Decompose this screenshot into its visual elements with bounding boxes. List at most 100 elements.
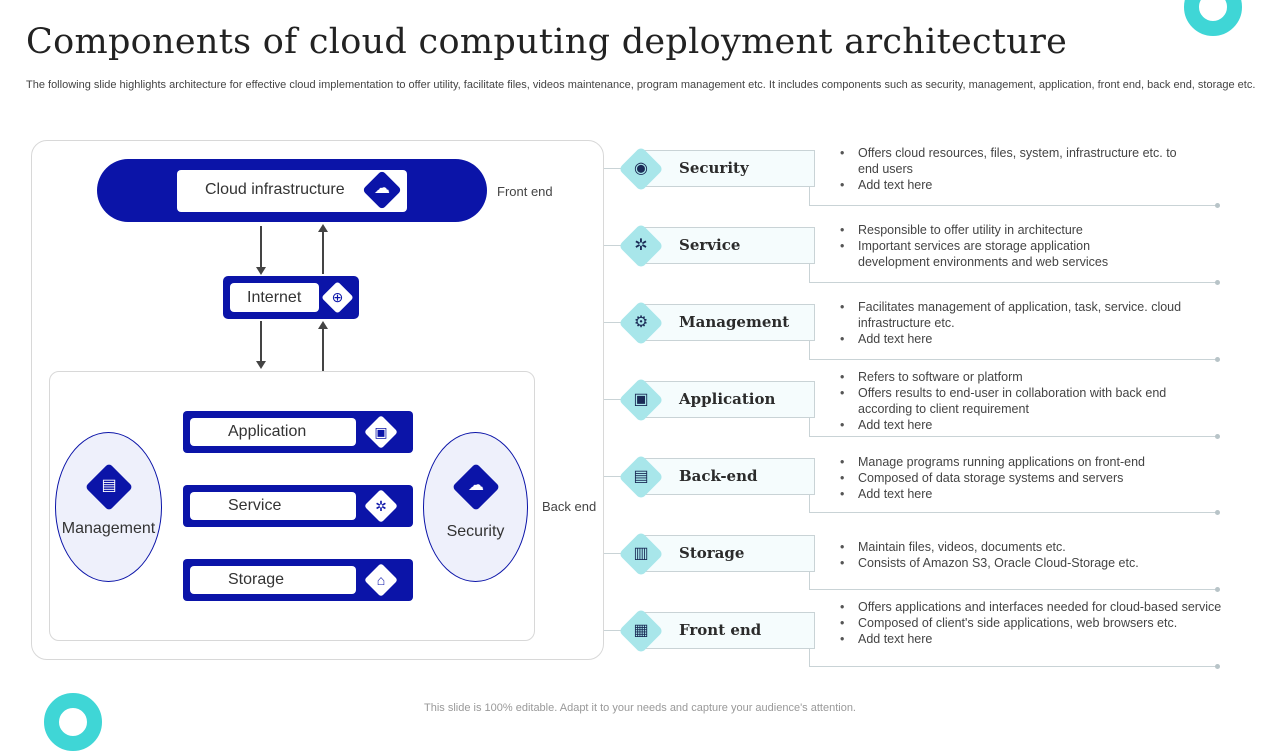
storage-racks-icon: ▥ bbox=[633, 545, 649, 562]
component-rule-dot bbox=[1215, 280, 1220, 285]
component-bullet: Maintain files, videos, documents etc. bbox=[840, 539, 1200, 555]
arrow-up-head bbox=[318, 224, 328, 232]
component-divider bbox=[809, 649, 810, 666]
component-bullets: Offers cloud resources, files, system, i… bbox=[840, 145, 1190, 193]
component-bullet: Important services are storage applicati… bbox=[840, 238, 1140, 270]
security-label: Security bbox=[446, 523, 505, 540]
component-title-box bbox=[640, 381, 815, 418]
internet-box: Internet bbox=[230, 283, 319, 312]
application-box: Application bbox=[190, 418, 356, 446]
component-title-front-end: Front end bbox=[679, 621, 762, 639]
component-title-box bbox=[640, 304, 815, 341]
cloud-infrastructure-label: Cloud infrastructure bbox=[205, 181, 345, 198]
component-bullet: Add text here bbox=[840, 177, 1190, 193]
component-rule-dot bbox=[1215, 203, 1220, 208]
component-rule bbox=[809, 512, 1217, 513]
internet-label: Internet bbox=[247, 289, 302, 306]
management-label: Management bbox=[61, 520, 156, 537]
component-title-management: Management bbox=[679, 313, 790, 331]
arrow-down-to-backend bbox=[260, 321, 262, 365]
component-divider bbox=[809, 264, 810, 283]
page-title: Components of cloud computing deployment… bbox=[26, 22, 1068, 62]
hand-gear-icon: ✲ bbox=[634, 237, 648, 254]
gear-icon: ⚙ bbox=[633, 314, 649, 331]
component-rule-dot bbox=[1215, 664, 1220, 669]
component-bullets: Responsible to offer utility in architec… bbox=[840, 222, 1140, 270]
component-divider bbox=[809, 495, 810, 513]
arrow-up-to-internet bbox=[322, 327, 324, 371]
component-bullets: Maintain files, videos, documents etc. C… bbox=[840, 539, 1200, 571]
component-bullet: Composed of client's side applications, … bbox=[840, 615, 1260, 631]
component-bullet: Refers to software or platform bbox=[840, 369, 1200, 385]
component-bullet: Offers cloud resources, files, system, i… bbox=[840, 145, 1190, 177]
component-title-box bbox=[640, 150, 815, 187]
back-end-label: Back end bbox=[542, 499, 597, 514]
component-title-service: Service bbox=[679, 236, 741, 254]
component-bullets: Offers applications and interfaces neede… bbox=[840, 599, 1260, 647]
component-bullet: Add text here bbox=[840, 331, 1210, 347]
component-bullet: Add text here bbox=[840, 417, 1200, 433]
page-subtitle: The following slide highlights architect… bbox=[26, 79, 1256, 91]
component-rule bbox=[809, 589, 1217, 590]
server-window-icon: ▤ bbox=[633, 468, 649, 485]
component-bullet: Responsible to offer utility in architec… bbox=[840, 222, 1140, 238]
app-window-gear-icon: ▣ bbox=[633, 391, 649, 408]
component-rule bbox=[809, 436, 1217, 437]
storage-box: Storage bbox=[190, 566, 356, 594]
component-title-storage: Storage bbox=[679, 544, 745, 562]
service-label: Service bbox=[228, 497, 282, 514]
arrow-up-to-cloud bbox=[322, 230, 324, 274]
cloud-globe-icon: ☁ bbox=[374, 180, 390, 197]
component-rule-dot bbox=[1215, 357, 1220, 362]
component-title-back-end: Back-end bbox=[679, 467, 758, 485]
arrow-down-to-internet bbox=[260, 226, 262, 272]
security-oval bbox=[423, 432, 528, 582]
storage-house-icon: ⌂ bbox=[376, 572, 386, 588]
component-rule-dot bbox=[1215, 434, 1220, 439]
component-bullet: Manage programs running applications on … bbox=[840, 454, 1200, 470]
component-title-box bbox=[640, 458, 815, 495]
component-bullet: Add text here bbox=[840, 631, 1260, 647]
component-connector bbox=[604, 553, 626, 554]
component-rule bbox=[809, 205, 1217, 206]
footer-note: This slide is 100% editable. Adapt it to… bbox=[424, 702, 856, 714]
component-rule bbox=[809, 666, 1217, 667]
app-window-icon: ▣ bbox=[374, 424, 388, 440]
monitor-eye-icon: ◉ bbox=[634, 160, 648, 177]
cloud-lock-icon: ☁ bbox=[468, 477, 484, 494]
service-box: Service bbox=[190, 492, 356, 520]
application-label: Application bbox=[228, 423, 307, 440]
component-divider bbox=[809, 418, 810, 437]
component-bullet: Offers applications and interfaces neede… bbox=[840, 599, 1260, 615]
arrow-down-head bbox=[256, 267, 266, 275]
arrow-up-head-2 bbox=[318, 321, 328, 329]
arrow-down-head-2 bbox=[256, 361, 266, 369]
component-connector bbox=[604, 399, 626, 400]
component-rule-dot bbox=[1215, 510, 1220, 515]
component-bullet: Add text here bbox=[840, 486, 1200, 502]
component-connector bbox=[604, 322, 626, 323]
keyboard-monitor-icon: ▦ bbox=[633, 622, 649, 639]
component-connector bbox=[604, 245, 626, 246]
component-bullets: Facilitates management of application, t… bbox=[840, 299, 1210, 347]
component-bullets: Refers to software or platform Offers re… bbox=[840, 369, 1200, 433]
component-connector bbox=[604, 630, 626, 631]
component-rule bbox=[809, 282, 1217, 283]
component-title-security: Security bbox=[679, 159, 749, 177]
component-bullet: Composed of data storage systems and ser… bbox=[840, 470, 1200, 486]
component-title-box bbox=[640, 535, 815, 572]
component-title-box bbox=[640, 227, 815, 264]
storage-label: Storage bbox=[228, 571, 285, 588]
component-bullet: Offers results to end-user in collaborat… bbox=[840, 385, 1200, 417]
component-connector bbox=[604, 476, 626, 477]
component-title-box bbox=[640, 612, 815, 649]
component-divider bbox=[809, 187, 810, 206]
component-divider bbox=[809, 572, 810, 590]
front-end-label: Front end bbox=[497, 184, 553, 199]
component-rule bbox=[809, 359, 1217, 360]
component-divider bbox=[809, 341, 810, 360]
component-connector bbox=[604, 168, 626, 169]
gear-icon: ✲ bbox=[375, 498, 387, 514]
component-bullet: Facilitates management of application, t… bbox=[840, 299, 1210, 331]
decorative-ring-top-right bbox=[1184, 0, 1242, 36]
